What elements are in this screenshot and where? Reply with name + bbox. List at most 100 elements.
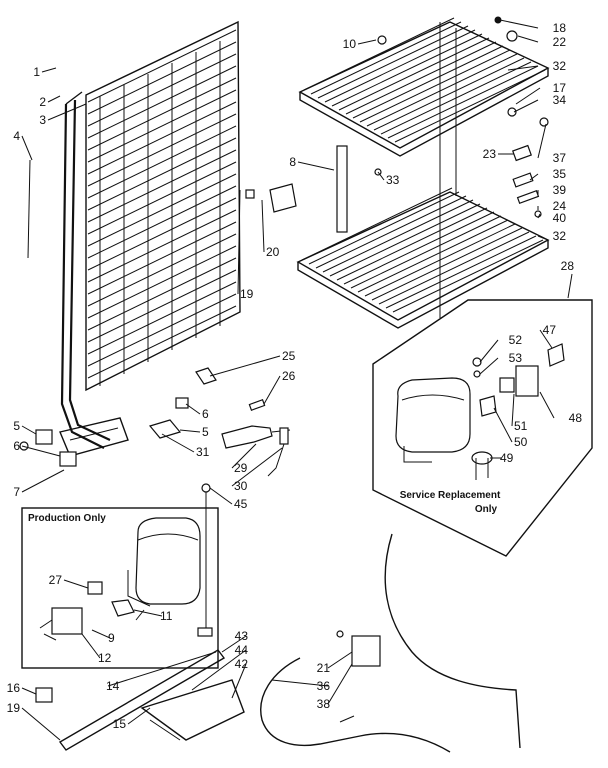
- callout-30: 30: [234, 479, 248, 493]
- callout-52: 52: [509, 333, 523, 347]
- callout-leaders: [21, 19, 573, 741]
- condenser-tube: [87, 41, 237, 115]
- callout-18: 18: [553, 21, 567, 35]
- leader-line: [515, 87, 541, 105]
- condenser-coil: [60, 20, 241, 449]
- leader-line: [539, 391, 555, 419]
- leader-line: [513, 99, 539, 113]
- leader-line: [357, 39, 377, 45]
- leader-line: [529, 173, 539, 181]
- callout-15: 15: [113, 717, 127, 731]
- callout-5b: 5: [202, 425, 209, 439]
- callout-26: 26: [282, 369, 296, 383]
- evaporator-tube: [385, 235, 537, 309]
- leader-line: [517, 35, 539, 43]
- service-replacement-title-line2: Only: [475, 504, 498, 515]
- condenser-tube: [87, 173, 237, 247]
- leader-line: [107, 651, 217, 687]
- callout-37: 37: [553, 151, 567, 165]
- callout-5a: 5: [13, 419, 20, 433]
- condenser-tube: [87, 281, 237, 355]
- callout-2: 2: [39, 95, 46, 109]
- condenser-tube: [87, 65, 237, 139]
- callout-36: 36: [317, 679, 331, 693]
- evaporator-tube: [378, 231, 530, 305]
- upper-evaporator: [298, 17, 550, 157]
- condenser-tube: [87, 293, 237, 367]
- callout-6b: 6: [202, 407, 209, 421]
- condenser-tube: [87, 149, 237, 223]
- leader-line: [327, 663, 353, 705]
- callout-3: 3: [39, 113, 46, 127]
- callout-49: 49: [500, 451, 514, 465]
- leader-line: [263, 375, 281, 405]
- callout-17: 17: [553, 81, 567, 95]
- leader-line: [539, 329, 553, 349]
- callout-35: 35: [553, 167, 567, 181]
- service-replacement-box: [372, 299, 593, 557]
- leader-line: [161, 433, 195, 453]
- leader-line: [21, 687, 37, 695]
- evaporator-tube: [301, 187, 453, 261]
- leader-line: [21, 445, 61, 457]
- leader-line: [537, 213, 541, 219]
- evaporator-tube: [392, 239, 544, 313]
- evaporator-hardware: [374, 16, 549, 218]
- callout-38: 38: [317, 697, 331, 711]
- leader-line: [479, 357, 499, 375]
- leader-line: [47, 95, 61, 103]
- callout-50: 50: [514, 435, 528, 449]
- leader-line: [47, 103, 87, 121]
- evaporator-tube: [303, 17, 455, 91]
- evaporator-tube: [324, 29, 476, 103]
- evaporator-tube: [308, 191, 460, 265]
- leader-line: [191, 649, 247, 691]
- evaporator-tube: [371, 227, 523, 301]
- evaporator-tube: [343, 211, 495, 285]
- leader-line: [21, 425, 37, 435]
- condenser-tube: [87, 305, 237, 379]
- condenser-bracket: [59, 417, 129, 457]
- evaporator-tube: [394, 69, 546, 143]
- leader-line: [91, 629, 111, 639]
- callout-22: 22: [553, 35, 567, 49]
- callout-28: 28: [561, 259, 575, 273]
- production-only-box: [21, 507, 219, 669]
- condenser-tube: [87, 221, 237, 295]
- leader-line: [221, 635, 247, 653]
- leader-line: [81, 633, 101, 659]
- callout-29: 29: [234, 461, 248, 475]
- callout-45: 45: [234, 497, 248, 511]
- bottom-bracket: [35, 483, 521, 753]
- evaporator-tube: [352, 45, 504, 119]
- leader-line: [209, 355, 281, 377]
- callout-1: 1: [33, 65, 40, 79]
- leader-line: [231, 447, 283, 487]
- suction-tube: [336, 145, 348, 233]
- leader-line: [327, 651, 353, 669]
- callout-12: 12: [98, 651, 112, 665]
- production-only-title: Production Only: [28, 513, 106, 524]
- leader-line: [511, 393, 515, 427]
- condenser-tube: [87, 89, 237, 163]
- callout-44: 44: [235, 643, 249, 657]
- callout-32b: 32: [553, 229, 567, 243]
- leader-line: [537, 235, 549, 241]
- leader-line: [261, 199, 265, 253]
- leader-line: [21, 135, 33, 161]
- callout-9: 9: [108, 631, 115, 645]
- callout-8: 8: [289, 155, 296, 169]
- condenser-tube: [87, 77, 237, 151]
- leader-line: [179, 429, 201, 433]
- callout-19a: 19: [240, 287, 254, 301]
- leader-line: [297, 161, 335, 171]
- callout-40: 40: [553, 211, 567, 225]
- leader-line: [27, 159, 31, 259]
- service-replacement-title: Service Replacement: [400, 490, 501, 501]
- condenser-tube: [87, 185, 237, 259]
- evaporator-tube: [345, 41, 497, 115]
- evaporator-tube: [366, 53, 518, 127]
- callout-31: 31: [196, 445, 210, 459]
